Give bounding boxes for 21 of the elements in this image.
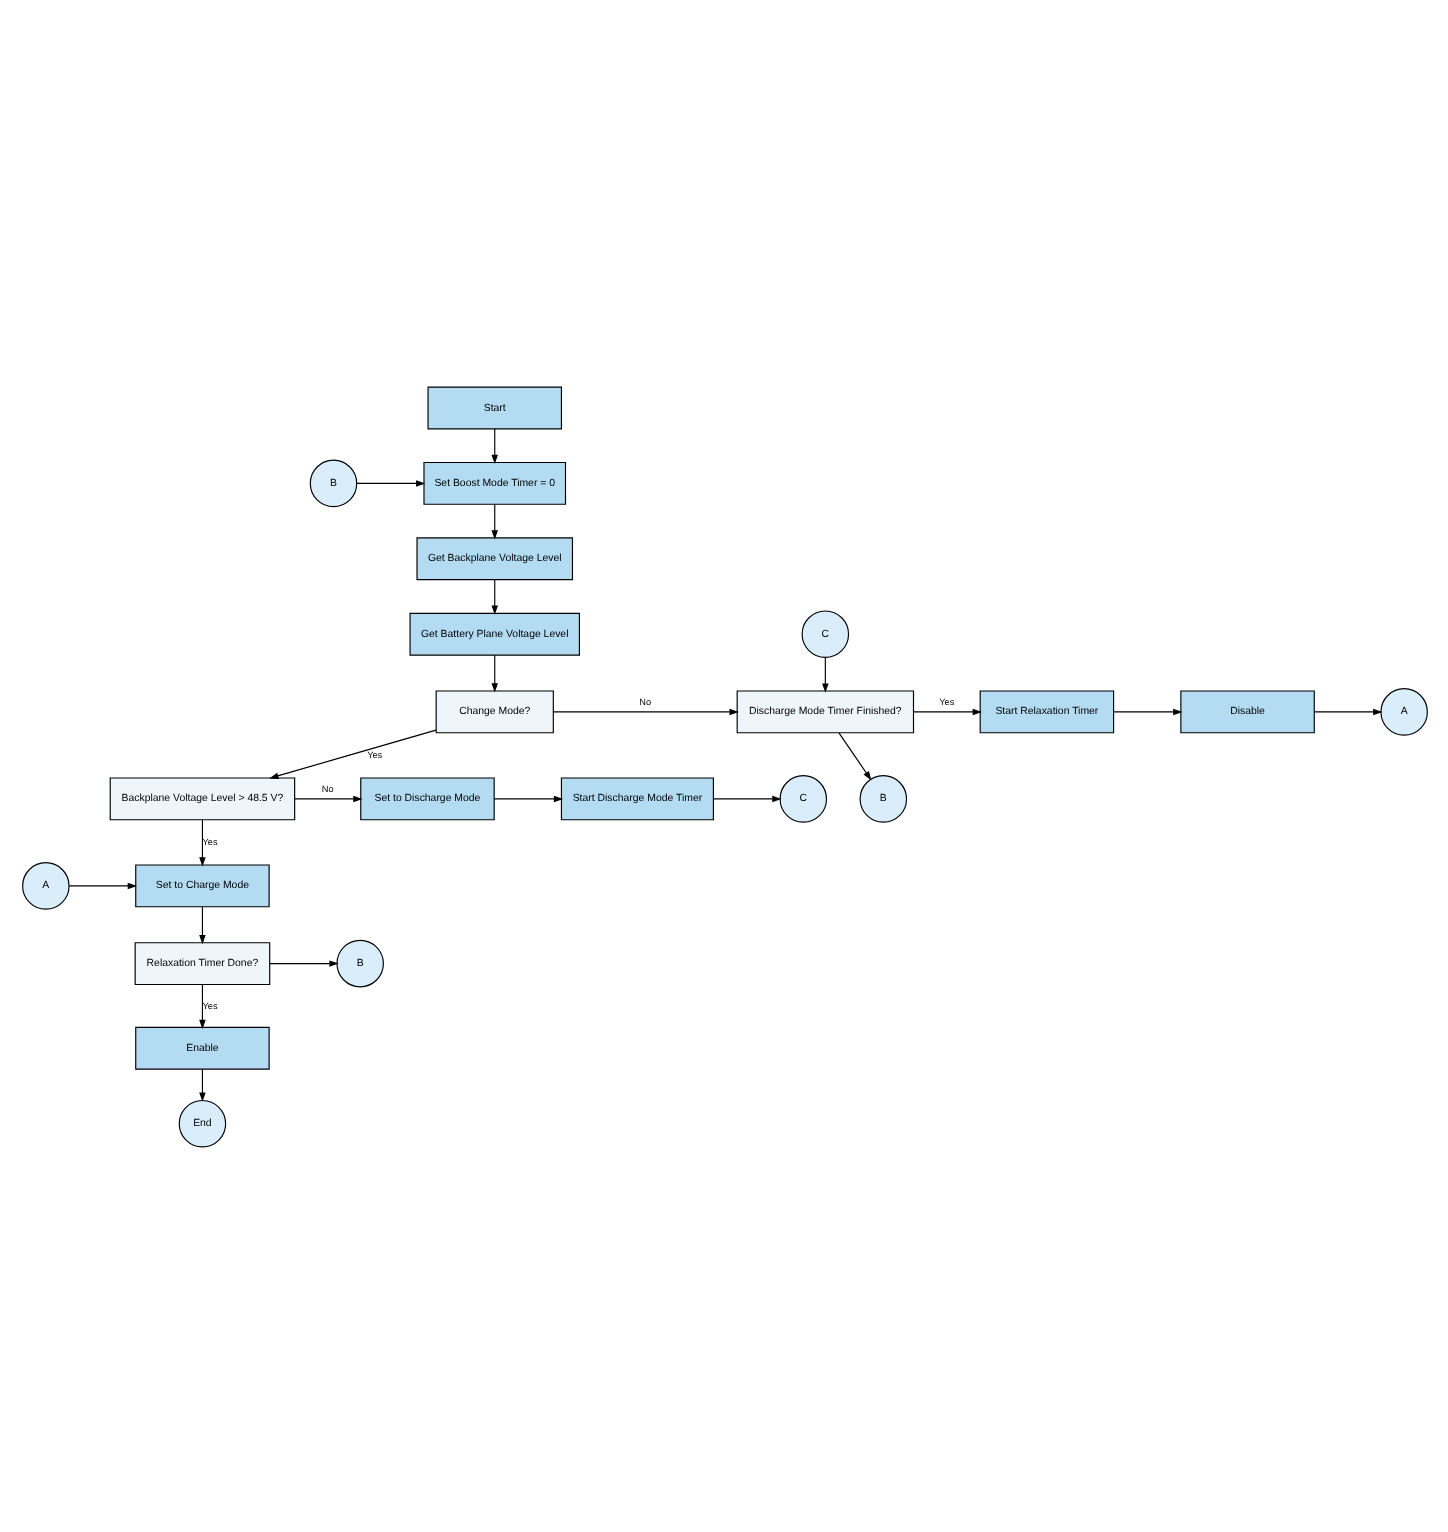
arrow xyxy=(551,707,738,715)
arrow xyxy=(821,655,828,692)
arrow xyxy=(490,653,497,692)
arrow xyxy=(490,502,497,539)
arrow xyxy=(198,1067,205,1101)
arrow xyxy=(911,707,981,715)
arrow xyxy=(198,983,205,1029)
arrow xyxy=(490,578,497,614)
arrow xyxy=(198,905,205,944)
arrow xyxy=(198,818,205,866)
arrow xyxy=(67,881,136,889)
arrow xyxy=(355,479,425,486)
arrow xyxy=(1112,707,1182,715)
arrow xyxy=(490,427,497,464)
arrow xyxy=(711,794,781,802)
arrow xyxy=(1312,707,1382,715)
arrow xyxy=(293,794,362,802)
arrow xyxy=(837,731,871,780)
arrow xyxy=(492,794,563,802)
arrow xyxy=(268,959,338,966)
arrow xyxy=(268,728,436,778)
